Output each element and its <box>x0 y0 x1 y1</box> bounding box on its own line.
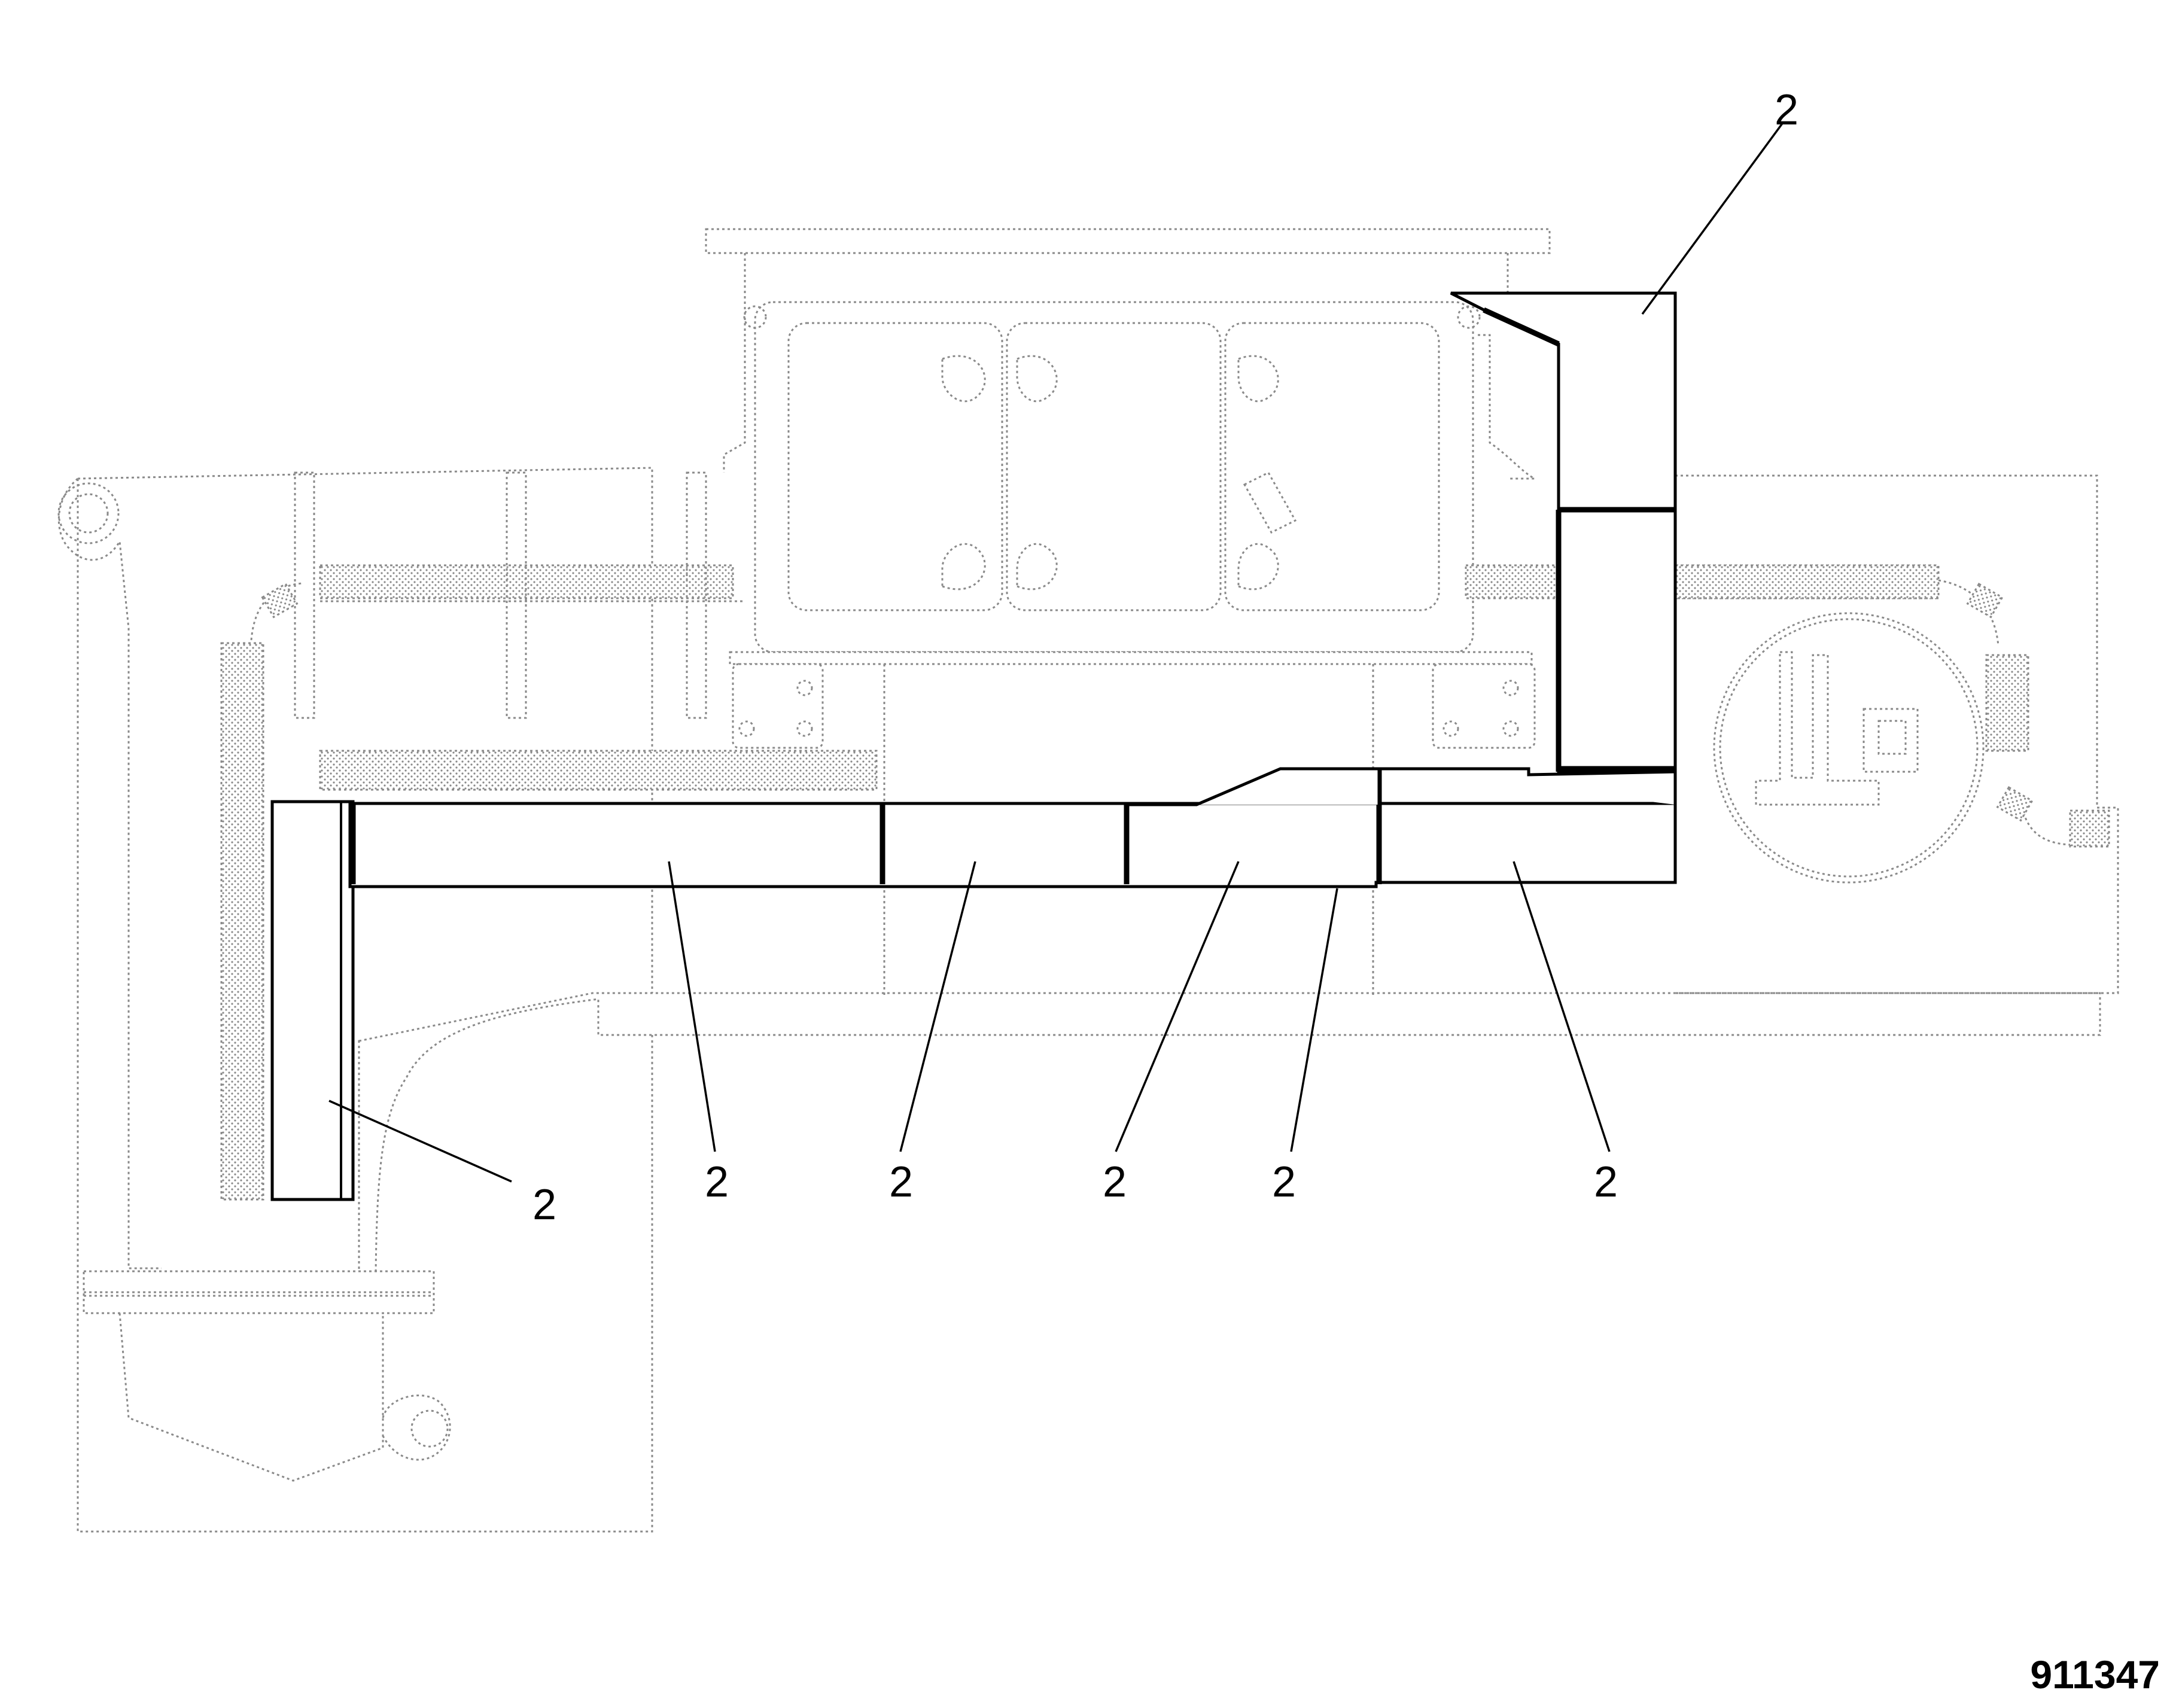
chain-rails-background <box>220 471 2110 1201</box>
callout-c4: 2 <box>889 1158 913 1206</box>
callout-c7: 2 <box>1594 1158 1618 1206</box>
drawing-number: 911347 <box>2030 1652 2160 1697</box>
callout-leaders <box>328 121 1784 1183</box>
leader-c7 <box>1512 861 1611 1152</box>
leader-c3 <box>668 861 716 1152</box>
leader-c1 <box>1641 121 1784 315</box>
cover-assembly-part-2 <box>270 291 1677 1201</box>
callout-c3: 2 <box>705 1158 729 1206</box>
callout-c6: 2 <box>1272 1158 1296 1206</box>
right-housing-background <box>1675 474 2119 994</box>
leader-c6 <box>1290 888 1338 1152</box>
frame-assembly-background <box>57 467 2101 1533</box>
callout-labels: 2 2 2 2 2 2 2 <box>532 86 1798 1229</box>
upper-carriage-background <box>705 228 1551 996</box>
leader-c4 <box>899 861 976 1152</box>
callout-c2: 2 <box>532 1181 556 1229</box>
leader-c5 <box>1115 861 1240 1152</box>
callout-c5: 2 <box>1103 1158 1127 1206</box>
callout-c1: 2 <box>1775 86 1798 134</box>
leader-c2 <box>328 1100 512 1183</box>
